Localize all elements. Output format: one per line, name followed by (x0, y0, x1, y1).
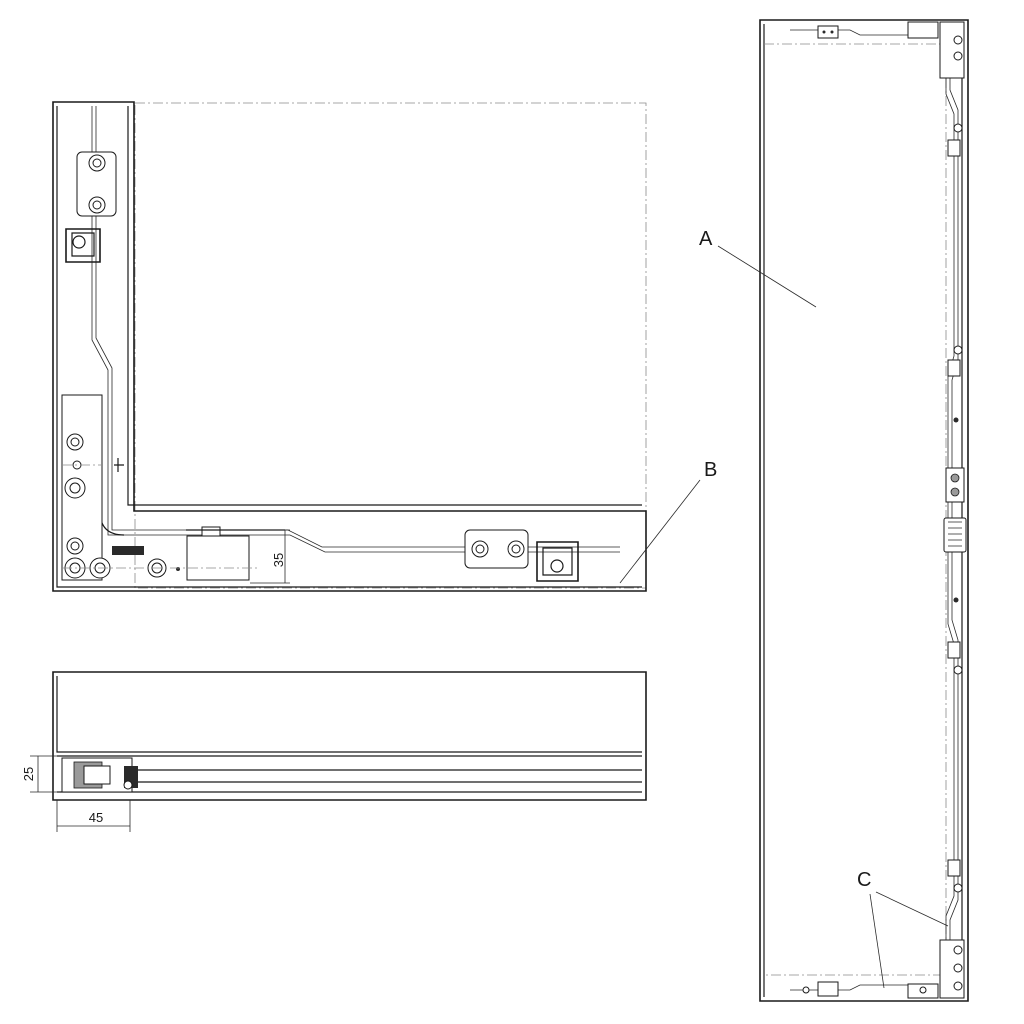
section-view (30, 671, 647, 832)
dimension-45: 45 (89, 810, 103, 825)
callout-a: A (699, 228, 713, 250)
dimension-25: 25 (21, 767, 36, 781)
callout-b: B (704, 459, 717, 481)
callout-a-leader (717, 245, 817, 308)
callout-b-leader (619, 479, 701, 584)
corner-detail-view (52, 101, 647, 592)
callout-c: C (857, 869, 871, 891)
full-elevation-view (759, 19, 969, 1002)
callout-c-leader (869, 891, 949, 989)
dimension-35: 35 (271, 553, 286, 567)
